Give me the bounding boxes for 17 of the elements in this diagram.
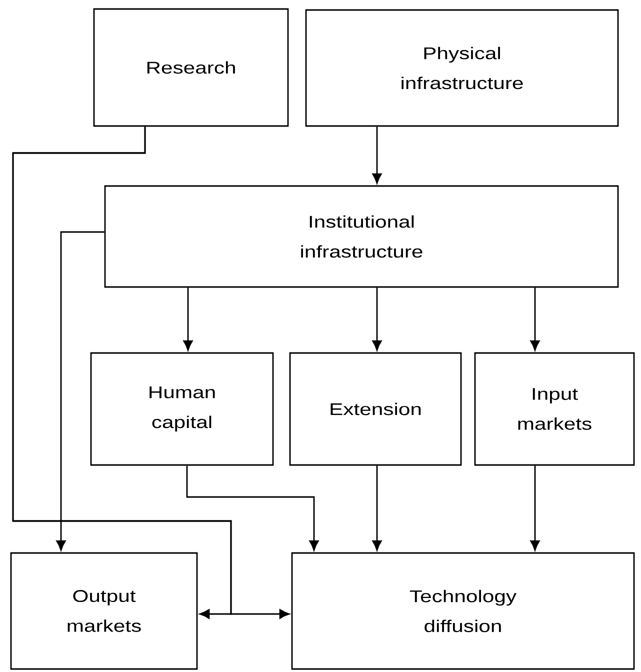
arrow: [372, 126, 382, 184]
process-box: Technology diffusion: [291, 552, 635, 670]
arrow: [12, 126, 290, 619]
process-box: Extension: [289, 352, 462, 466]
arrow: [530, 466, 540, 551]
process-box: Input markets: [474, 352, 635, 466]
arrow: [56, 231, 104, 551]
arrow: [372, 288, 382, 351]
arrow: [530, 288, 540, 351]
arrow: [372, 466, 382, 551]
process-box: Human capital: [90, 352, 274, 466]
process-box: Institutional infrastructure: [104, 185, 619, 288]
process-box: Output markets: [10, 552, 198, 670]
arrow: [183, 288, 193, 351]
process-box: Research: [93, 8, 289, 127]
arrow: [186, 466, 319, 551]
process-box: Physical infrastructure: [305, 9, 619, 127]
